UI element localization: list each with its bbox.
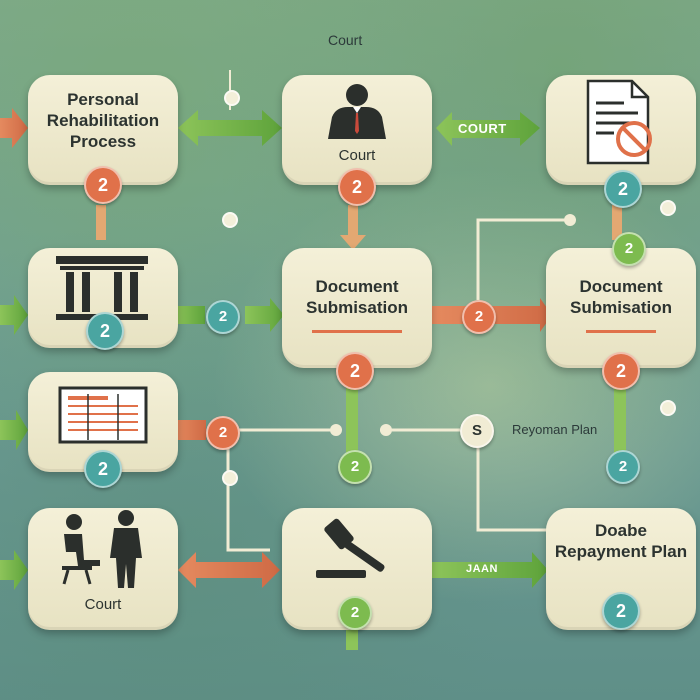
- flow-node[interactable]: 2: [206, 300, 240, 334]
- arrow-courthouse-to-node: [176, 306, 205, 324]
- connector-dot: [222, 470, 238, 486]
- arrow-gavel-to-doabe: [432, 552, 548, 588]
- flow-node[interactable]: 2: [612, 232, 646, 266]
- bottom-arrow-label: JAAN: [466, 563, 498, 575]
- step-badge[interactable]: 2: [336, 352, 374, 390]
- connector-dot: [224, 90, 240, 106]
- card-caption: Court: [84, 596, 122, 613]
- card-caption: Court: [338, 147, 376, 164]
- underline-decoration: [586, 330, 656, 333]
- connector-dot: [222, 212, 238, 228]
- arrow-left-edge-row4: [0, 550, 28, 590]
- card-document-submission-center[interactable]: Document Submisation: [282, 248, 432, 368]
- document-icon: [586, 79, 652, 165]
- card-title: Personal Rehabilitation Process: [46, 90, 160, 151]
- arrow-court-to-gavel: [178, 552, 280, 588]
- card-court-top[interactable]: Court: [282, 75, 432, 185]
- arrow-left-edge-row3: [0, 410, 28, 450]
- arrow-node-to-docsub: [245, 298, 284, 332]
- gavel-icon: [316, 518, 385, 578]
- card-document-top[interactable]: [546, 75, 696, 185]
- court-arrow-label: COURT: [458, 121, 507, 136]
- arrow-rehab-to-court: [178, 110, 282, 146]
- arrow-left-edge-row2: [0, 295, 28, 335]
- card-title: Document Submisation: [569, 277, 672, 317]
- step-badge[interactable]: 2: [338, 168, 376, 206]
- card-court-bottom[interactable]: Court: [28, 508, 178, 630]
- flow-node[interactable]: 2: [206, 416, 240, 450]
- arrow-left-edge-row1: [0, 108, 28, 148]
- flow-node[interactable]: 2: [606, 450, 640, 484]
- card-title: Document Submisation: [305, 277, 408, 317]
- office-building-icon: [58, 386, 148, 444]
- arrow-court-label: [436, 112, 540, 146]
- card-document-submission-right[interactable]: Document Submisation: [546, 248, 696, 368]
- step-badge[interactable]: 2: [602, 352, 640, 390]
- flow-node[interactable]: 2: [338, 450, 372, 484]
- repayment-node[interactable]: S: [460, 414, 494, 448]
- repayment-plan-label: Reyoman Plan: [512, 422, 598, 437]
- connector-dot: [660, 400, 676, 416]
- step-badge[interactable]: 2: [604, 170, 642, 208]
- connector-dot: [660, 200, 676, 216]
- person-icon: [328, 84, 386, 139]
- top-court-label: Court: [328, 32, 363, 48]
- step-badge[interactable]: 2: [86, 312, 124, 350]
- consultation-icon: [62, 510, 142, 588]
- card-title: Doabe Repayment Plan: [554, 521, 688, 561]
- underline-decoration: [312, 330, 402, 333]
- flow-node[interactable]: 2: [462, 300, 496, 334]
- step-badge[interactable]: 2: [84, 166, 122, 204]
- step-badge[interactable]: 2: [602, 592, 640, 630]
- flow-node[interactable]: 2: [338, 596, 372, 630]
- card-personal-rehabilitation[interactable]: Personal Rehabilitation Process: [28, 75, 178, 185]
- step-badge[interactable]: 2: [84, 450, 122, 488]
